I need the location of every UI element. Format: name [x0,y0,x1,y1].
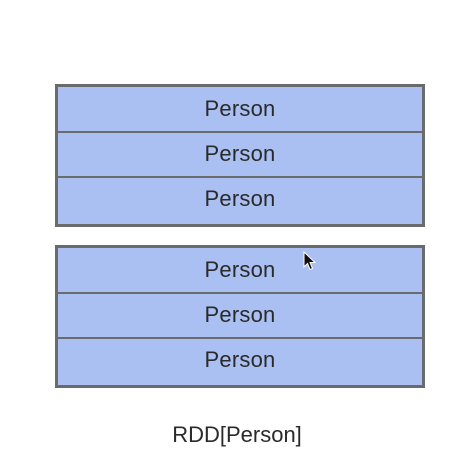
row-person: Person [204,96,276,122]
partition-1: Person Person Person [55,84,425,227]
diagram-caption: RDD[Person] [172,422,302,447]
row-person: Person [58,131,422,175]
row-person: Person [58,336,422,381]
partition-2: Person Person Person [55,245,425,388]
row-person: Person [58,292,422,336]
row-person: Person [58,175,422,220]
mouse-pointer-icon [303,251,317,271]
row-person: Person [204,257,276,283]
